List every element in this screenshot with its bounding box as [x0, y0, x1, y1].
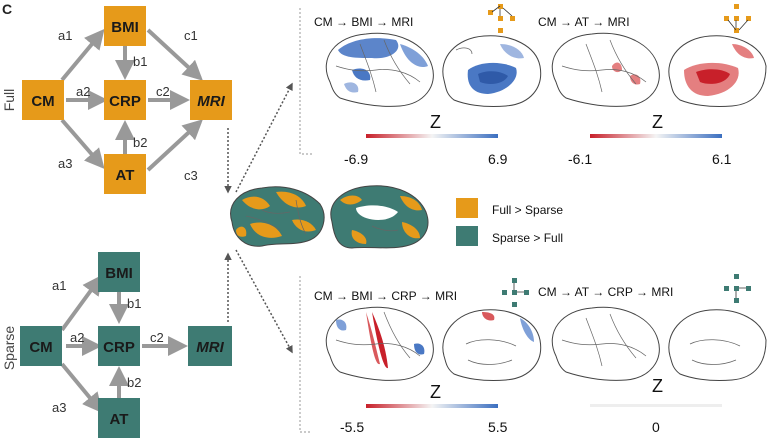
panel-cm-at-mri: CM → AT → MRI Z -6.1 6.1: [538, 4, 767, 167]
sparse-node-crp-label: CRP: [103, 339, 135, 356]
full-edge-cm-bmi: [60, 28, 105, 82]
dotted-arrow-center-to-bottom: [235, 249, 293, 354]
panel-colorbar-min: -5.5: [340, 419, 364, 435]
panel-colorbar: [590, 404, 722, 407]
sparse-node-mri-label: MRI: [196, 339, 224, 356]
panel-z-label: Z: [430, 382, 441, 402]
panel-colorbar-max: 6.9: [488, 151, 508, 167]
full-node-at-label: AT: [116, 167, 135, 184]
full-node-bmi: [104, 6, 146, 46]
full-node-bmi-label: BMI: [111, 19, 139, 36]
panel-colorbar-min: -6.9: [344, 151, 368, 167]
full-node-cm: [22, 80, 64, 120]
at-crp-path-icon: [724, 274, 751, 303]
full-edge-bmi-mri: [146, 28, 203, 81]
sparse-label-a3: a3: [52, 400, 66, 415]
legend-label-full: Full > Sparse: [492, 203, 563, 217]
top-bracket: [299, 8, 312, 155]
sparse-label-c2: c2: [150, 330, 164, 345]
legend: Full > Sparse Sparse > Full: [456, 198, 563, 246]
panel-colorbar-min: -6.1: [568, 151, 592, 167]
full-node-crp-label: CRP: [109, 93, 141, 110]
full-label-c2: c2: [156, 84, 170, 99]
panel-z-label: Z: [430, 112, 441, 132]
panel-colorbar-max: 5.5: [488, 419, 508, 435]
full-label-a2: a2: [76, 84, 90, 99]
panel-colorbar: [366, 134, 498, 138]
bmi-path-icon: [488, 4, 515, 33]
panel-title: CM → BMI → CRP → MRI: [314, 289, 457, 303]
at-path-icon: [724, 4, 751, 33]
sparse-node-cm: [20, 326, 62, 366]
sparse-side-label: Sparse: [1, 326, 17, 371]
bottom-bracket: [299, 276, 312, 433]
center-brain-medial: [330, 185, 429, 249]
sparse-label-b2: b2: [127, 375, 141, 390]
full-model-diagram: Full CM BMI CRP AT MRI a1 a2 a3 b1 b2 c1…: [1, 6, 232, 194]
panel-cm-bmi-crp-mri: CM → BMI → CRP → MRI Z -5.5 5.5: [314, 278, 542, 435]
legend-swatch-sparse: [456, 226, 478, 246]
full-label-a3: a3: [58, 156, 72, 171]
panel-title: CM → AT → MRI: [538, 15, 630, 29]
legend-label-sparse: Sparse > Full: [492, 231, 563, 245]
full-side-label: Full: [1, 89, 17, 112]
center-brain-lateral: [230, 186, 325, 247]
panel-z-label: Z: [652, 112, 663, 132]
panel-cm-at-crp-mri: CM → AT → CRP → MRI Z 0: [538, 274, 767, 435]
legend-swatch-full: [456, 198, 478, 218]
panel-colorbar: [366, 404, 498, 408]
sparse-node-cm-label: CM: [29, 339, 52, 356]
bmi-crp-path-icon: [502, 278, 529, 307]
panel-letter: C: [2, 1, 12, 17]
sparse-node-at: [98, 398, 140, 438]
full-edge-cm-at: [60, 118, 105, 170]
sparse-label-a1: a1: [52, 278, 66, 293]
panel-cm-bmi-mri: CM → BMI → MRI Z -6.9 6.9: [314, 4, 542, 167]
sparse-edge-cm-at: [60, 362, 103, 414]
sparse-model-diagram: Sparse CM BMI CRP AT MRI a1 a2 a3 b1 b2 …: [1, 252, 232, 438]
sparse-label-a2: a2: [70, 330, 84, 345]
full-node-mri: [190, 80, 232, 120]
panel-colorbar-max: 6.1: [712, 151, 732, 167]
full-node-at: [104, 154, 146, 194]
sparse-node-at-label: AT: [110, 411, 129, 428]
full-label-b2: b2: [133, 135, 147, 150]
sparse-node-bmi-label: BMI: [105, 265, 133, 282]
full-node-mri-label: MRI: [197, 93, 225, 110]
sparse-label-b1: b1: [127, 296, 141, 311]
panel-z-label: Z: [652, 376, 663, 396]
sparse-node-crp: [98, 326, 140, 366]
panel-title: CM → AT → CRP → MRI: [538, 285, 673, 299]
full-edge-at-mri: [146, 119, 203, 172]
full-label-c1: c1: [184, 28, 198, 43]
sparse-node-bmi: [98, 252, 140, 292]
sparse-node-mri: [188, 326, 232, 366]
full-label-a1: a1: [58, 28, 72, 43]
panel-colorbar-single: 0: [652, 419, 660, 435]
full-node-cm-label: CM: [31, 93, 54, 110]
full-node-crp: [104, 80, 146, 120]
panel-title: CM → BMI → MRI: [314, 15, 413, 29]
dotted-arrow-center-to-top: [235, 82, 293, 193]
center-comparison-brains: [224, 82, 429, 354]
panel-colorbar: [590, 134, 722, 138]
sparse-edge-cm-bmi: [60, 274, 103, 332]
full-label-b1: b1: [133, 54, 147, 69]
full-label-c3: c3: [184, 168, 198, 183]
